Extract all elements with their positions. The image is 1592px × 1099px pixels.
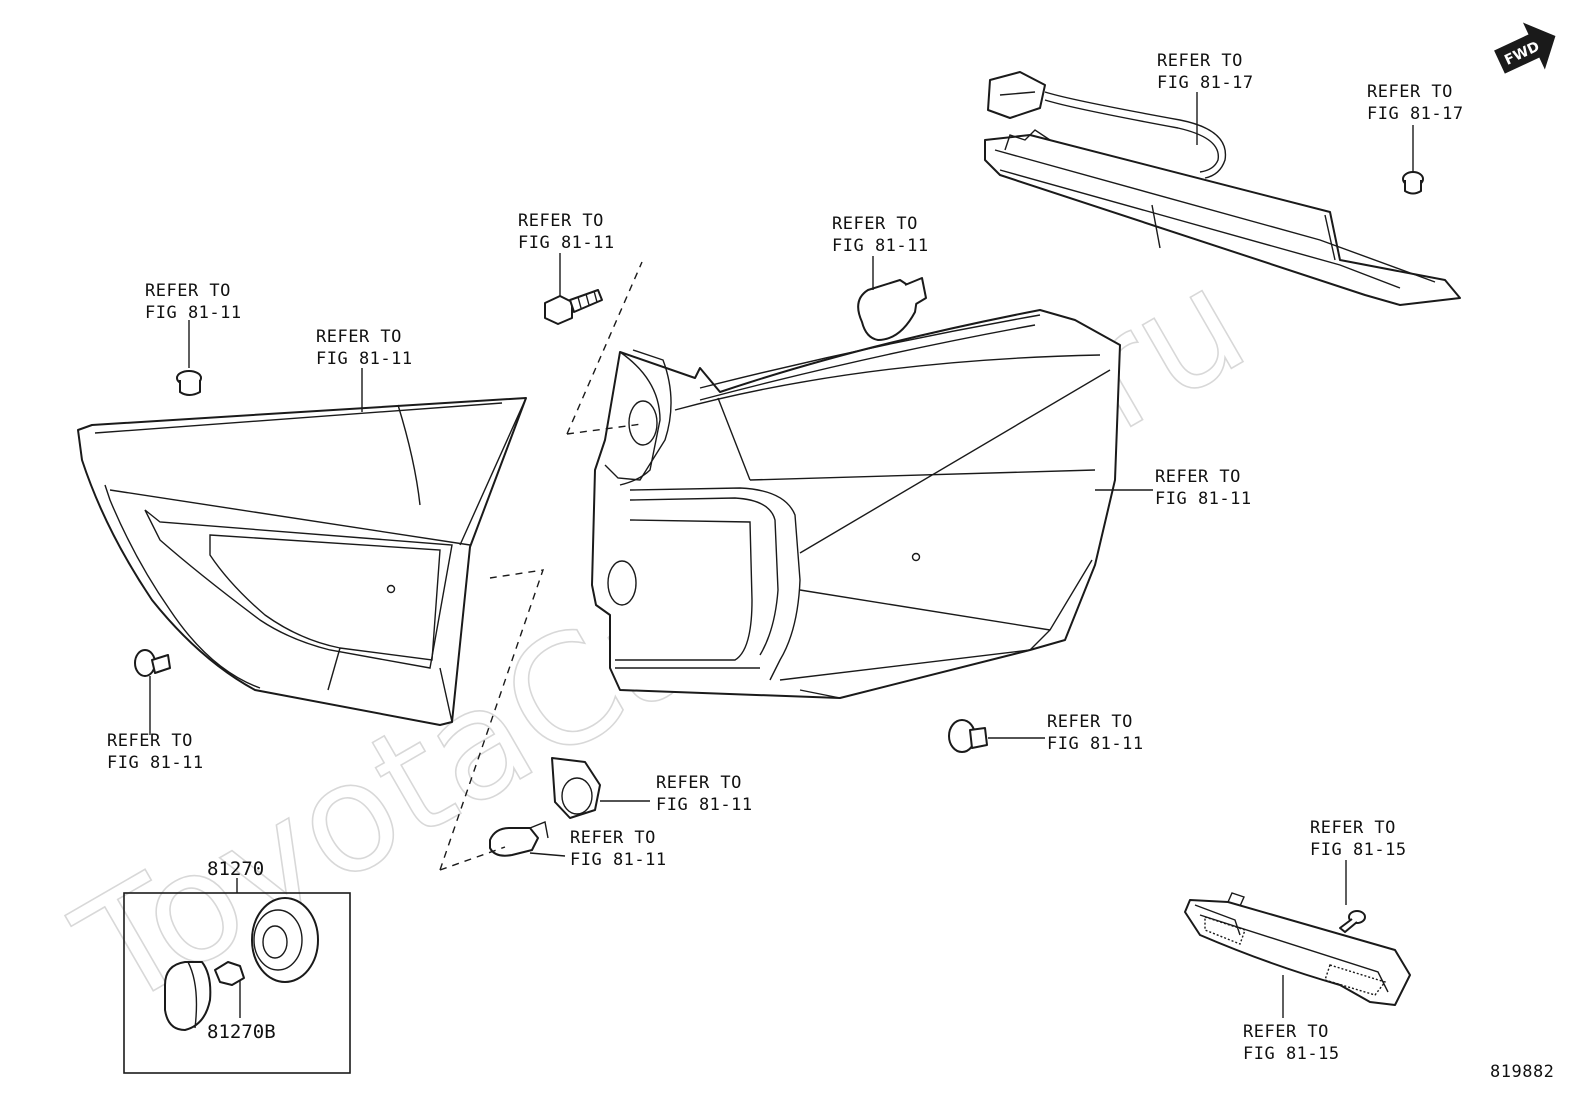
svg-text:REFER TO: REFER TO (145, 281, 231, 301)
callout-bulb-small: REFER TO FIG 81-11 (570, 828, 667, 870)
assembly-cap[interactable] (164, 961, 212, 1031)
svg-text:REFER TO: REFER TO (1367, 82, 1453, 102)
inner-lamp-lens[interactable] (77, 397, 527, 726)
svg-text:REFER TO: REFER TO (1155, 467, 1241, 487)
svg-text:FIG 81-11: FIG 81-11 (570, 850, 667, 870)
rear-combination-lamp[interactable] (591, 309, 1121, 699)
fwd-arrow-icon: FWD (1494, 22, 1556, 74)
svg-text:FIG 81-11: FIG 81-11 (1155, 489, 1252, 509)
dashed-line-upper (566, 261, 643, 435)
figure-id: 819882 (1490, 1062, 1554, 1082)
part-number-81270b: 81270B (207, 1021, 276, 1043)
callout-stop-lamp: REFER TO FIG 81-17 (1157, 51, 1254, 93)
svg-text:REFER TO: REFER TO (1047, 712, 1133, 732)
callout-nut-left: REFER TO FIG 81-11 (145, 281, 242, 323)
part-number-81270: 81270 (207, 858, 264, 880)
clip-left[interactable] (134, 649, 171, 677)
svg-text:FIG 81-15: FIG 81-15 (1243, 1044, 1340, 1064)
svg-text:REFER TO: REFER TO (1157, 51, 1243, 71)
dashed-line-lower (439, 569, 545, 871)
svg-text:REFER TO: REFER TO (518, 211, 604, 231)
svg-text:REFER TO: REFER TO (656, 773, 742, 793)
svg-text:FIG 81-11: FIG 81-11 (832, 236, 929, 256)
callout-nut-top-right: REFER TO FIG 81-17 (1367, 82, 1464, 124)
svg-text:FIG 81-11: FIG 81-11 (1047, 734, 1144, 754)
screw-top[interactable] (544, 289, 603, 325)
callout-socket: REFER TO FIG 81-11 (656, 773, 753, 815)
svg-text:REFER TO: REFER TO (316, 327, 402, 347)
socket[interactable] (551, 757, 601, 819)
svg-text:FIG 81-11: FIG 81-11 (518, 233, 615, 253)
svg-text:FIG 81-11: FIG 81-11 (107, 753, 204, 773)
high-mount-stop-lamp[interactable] (984, 71, 1461, 306)
screw-reflector[interactable] (1339, 910, 1366, 933)
svg-text:FIG 81-17: FIG 81-17 (1367, 104, 1464, 124)
leader-lines (149, 92, 1414, 1018)
callout-bulb-top: REFER TO FIG 81-11 (832, 214, 929, 256)
callout-screw-top: REFER TO FIG 81-11 (518, 211, 615, 253)
svg-text:FIG 81-11: FIG 81-11 (656, 795, 753, 815)
callout-clip-left: REFER TO FIG 81-11 (107, 731, 204, 773)
svg-text:FIG 81-11: FIG 81-11 (316, 349, 413, 369)
callout-lamp-right: REFER TO FIG 81-11 (1155, 467, 1252, 509)
clip-right[interactable] (948, 719, 988, 753)
side-reflector[interactable] (1184, 892, 1411, 1006)
assembly-socket[interactable] (251, 897, 319, 983)
svg-text:REFER TO: REFER TO (1310, 818, 1396, 838)
svg-text:REFER TO: REFER TO (107, 731, 193, 751)
assembly-81270-box (123, 878, 351, 1074)
svg-text:REFER TO: REFER TO (832, 214, 918, 234)
callout-clip-right: REFER TO FIG 81-11 (1047, 712, 1144, 754)
svg-text:REFER TO: REFER TO (1243, 1022, 1329, 1042)
bulb-top[interactable] (857, 277, 927, 341)
svg-text:FIG 81-15: FIG 81-15 (1310, 840, 1407, 860)
assembly-bulb[interactable] (214, 961, 245, 986)
callout-garnish-left: REFER TO FIG 81-11 (316, 327, 413, 369)
nut-left[interactable] (176, 370, 202, 396)
svg-text:FIG 81-17: FIG 81-17 (1157, 73, 1254, 93)
svg-text:REFER TO: REFER TO (570, 828, 656, 848)
nut-top-right[interactable] (1402, 171, 1424, 195)
callout-screw-reflector: REFER TO FIG 81-15 (1310, 818, 1407, 860)
callout-reflector: REFER TO FIG 81-15 (1243, 1022, 1340, 1064)
svg-text:FIG 81-11: FIG 81-11 (145, 303, 242, 323)
